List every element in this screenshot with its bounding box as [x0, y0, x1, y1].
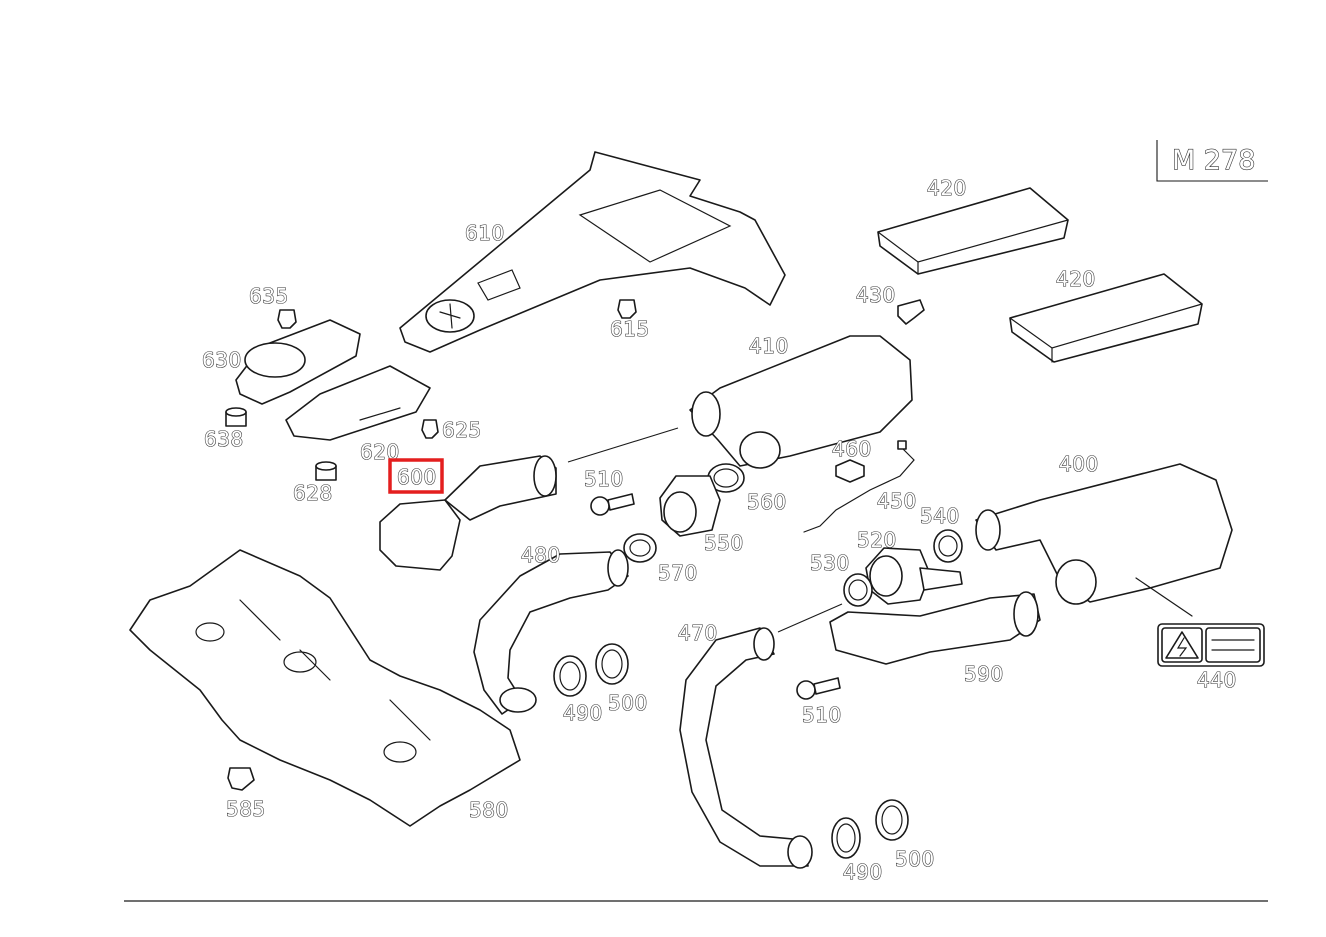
- label-625[interactable]: 625: [441, 417, 482, 442]
- label-460[interactable]: 460: [831, 436, 872, 461]
- label-520[interactable]: 520: [856, 527, 897, 552]
- part-570-clamp[interactable]: [623, 533, 657, 563]
- label-580[interactable]: 580: [468, 797, 509, 822]
- part-430-bracket[interactable]: [897, 299, 925, 325]
- label-480[interactable]: 480: [520, 542, 561, 567]
- part-460-sensor[interactable]: [835, 459, 865, 483]
- label-638[interactable]: 638: [203, 426, 244, 451]
- part-638-grommet[interactable]: [225, 407, 247, 427]
- label-450[interactable]: 450: [876, 488, 917, 513]
- part-510-screw-a[interactable]: [590, 493, 635, 516]
- part-625-clip[interactable]: [421, 419, 439, 439]
- label-470[interactable]: 470: [677, 620, 718, 645]
- highlight-box: [388, 458, 444, 494]
- label-630[interactable]: 630: [201, 347, 242, 372]
- label-585[interactable]: 585: [225, 796, 266, 821]
- label-430[interactable]: 430: [855, 282, 896, 307]
- part-490-clamp-b[interactable]: [831, 817, 861, 859]
- label-410[interactable]: 410: [748, 333, 789, 358]
- part-615-clip[interactable]: [617, 299, 637, 319]
- label-635[interactable]: 635: [248, 283, 289, 308]
- label-420-a[interactable]: 420: [926, 175, 967, 200]
- part-490-clamp-a[interactable]: [553, 655, 587, 697]
- part-450-wiring[interactable]: [803, 440, 915, 533]
- part-600-intake-duct[interactable]: [379, 455, 557, 571]
- label-615[interactable]: 615: [609, 316, 650, 341]
- part-610-engine-cover[interactable]: [399, 151, 786, 353]
- label-440[interactable]: 440: [1196, 667, 1237, 692]
- part-510-screw-b[interactable]: [796, 677, 841, 700]
- label-620[interactable]: 620: [359, 439, 400, 464]
- part-410-air-filter-housing[interactable]: [567, 335, 913, 469]
- label-610[interactable]: 610: [464, 220, 505, 245]
- part-530-clamp[interactable]: [843, 573, 873, 607]
- label-400[interactable]: 400: [1058, 451, 1099, 476]
- part-550-air-mass-sensor[interactable]: [659, 475, 721, 537]
- part-500-clamp-a[interactable]: [595, 643, 629, 685]
- label-500-a[interactable]: 500: [607, 690, 648, 715]
- label-510-b[interactable]: 510: [801, 702, 842, 727]
- part-585-clip[interactable]: [227, 767, 255, 791]
- part-580-panel[interactable]: [129, 549, 521, 827]
- label-540[interactable]: 540: [919, 503, 960, 528]
- model-code-label: M 278: [1172, 145, 1255, 176]
- part-590-intake-duct[interactable]: [829, 591, 1041, 665]
- part-440-warning-label[interactable]: [1157, 623, 1265, 667]
- part-480-hose[interactable]: [473, 549, 629, 715]
- callout-labels: 610 615 635 630 638 620 625 628 600 510 …: [201, 175, 1237, 884]
- part-520-air-mass-sensor[interactable]: [865, 547, 963, 605]
- part-420-filter-element-a[interactable]: [877, 187, 1069, 275]
- label-490-a[interactable]: 490: [562, 700, 603, 725]
- part-630-cover[interactable]: [235, 319, 361, 405]
- part-635-clip[interactable]: [277, 309, 297, 329]
- part-500-clamp-b[interactable]: [875, 799, 909, 841]
- label-570[interactable]: 570: [657, 560, 698, 585]
- label-628[interactable]: 628: [292, 480, 333, 505]
- label-590[interactable]: 590: [963, 661, 1004, 686]
- label-420-b[interactable]: 420: [1055, 266, 1096, 291]
- label-500-b[interactable]: 500: [894, 846, 935, 871]
- part-400-air-filter-housing[interactable]: [975, 463, 1233, 617]
- label-530[interactable]: 530: [809, 550, 850, 575]
- label-550[interactable]: 550: [703, 530, 744, 555]
- part-420-filter-element-b[interactable]: [1009, 273, 1203, 363]
- part-540-clamp[interactable]: [933, 529, 963, 563]
- part-628-grommet[interactable]: [315, 461, 337, 481]
- part-620-cover[interactable]: [285, 365, 431, 441]
- label-490-b[interactable]: 490: [842, 859, 883, 884]
- part-470-hose[interactable]: [679, 603, 843, 869]
- label-510-a[interactable]: 510: [583, 466, 624, 491]
- label-560[interactable]: 560: [746, 489, 787, 514]
- model-code-box: M 278: [1156, 140, 1268, 182]
- label-600[interactable]: 600: [396, 464, 437, 489]
